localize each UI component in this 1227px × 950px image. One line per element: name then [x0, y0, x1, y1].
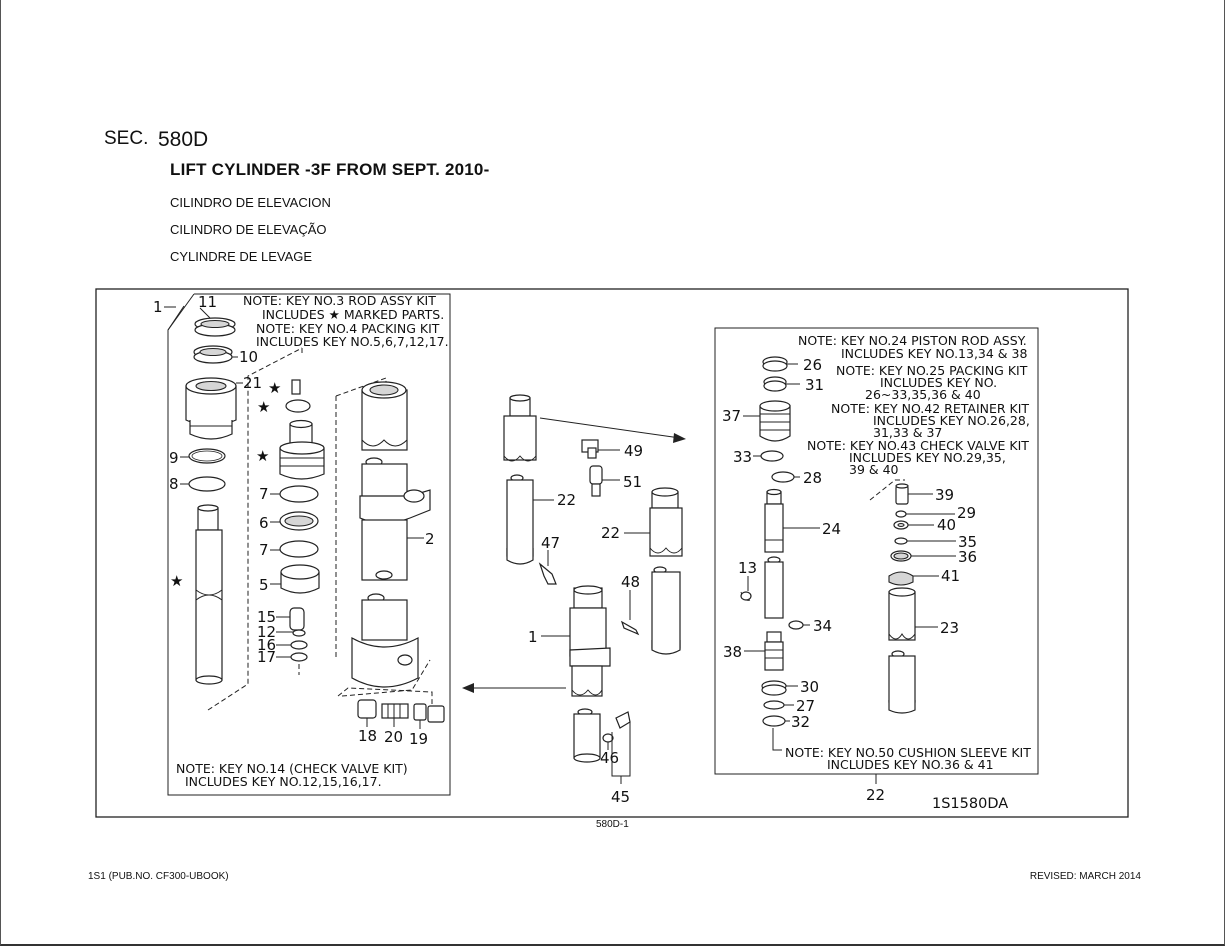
- diagram-frame: [95, 288, 1129, 818]
- callout-33: 33: [733, 448, 752, 466]
- note-right-8: 31,33 & 37: [873, 425, 942, 440]
- page-number: 580D-1: [596, 819, 629, 830]
- subtitle-spanish: CILINDRO DE ELEVACION: [170, 195, 331, 210]
- revision-date: REVISED: MARCH 2014: [1029, 871, 1141, 882]
- note-right-6: NOTE: KEY NO.42 RETAINER KIT: [831, 401, 1029, 416]
- callout-7a: 7: [259, 485, 269, 503]
- callout-27: 27: [796, 697, 815, 715]
- callout-6: 6: [259, 514, 269, 532]
- diagram-code: 1S1580DA: [932, 796, 1008, 812]
- note-left-2: INCLUDES ★ MARKED PARTS.: [262, 307, 444, 322]
- star-pin: ★: [268, 379, 281, 397]
- callout-29: 29: [957, 504, 976, 522]
- note-right-7: INCLUDES KEY NO.26,28,: [873, 413, 1030, 428]
- section-label: SEC.: [104, 128, 149, 149]
- callout-26: 26: [803, 356, 822, 374]
- note-right-5: 26~33,35,36 & 40: [865, 387, 981, 402]
- note-right-10: INCLUDES KEY NO.29,35,: [849, 450, 1006, 465]
- callout-22-b: 22: [601, 524, 620, 542]
- left-detail-panel: NOTE: KEY NO.3 ROD ASSY KIT INCLUDES ★ M…: [153, 293, 451, 796]
- note-right-3: NOTE: KEY NO.25 PACKING KIT: [836, 363, 1028, 378]
- callout-36: 36: [958, 548, 977, 566]
- callout-45: 45: [611, 788, 630, 806]
- note-left-1: NOTE: KEY NO.3 ROD ASSY KIT: [243, 293, 436, 308]
- center-assembly: 49 51 22 47 22 48 1 46 45: [462, 394, 686, 806]
- note-right-11: 39 & 40: [849, 462, 899, 477]
- callout-31: 31: [805, 376, 824, 394]
- callout-2: 2: [425, 530, 435, 548]
- note-left-3: NOTE: KEY NO.4 PACKING KIT: [256, 321, 440, 336]
- callout-9: 9: [169, 449, 179, 467]
- note-right-13: INCLUDES KEY NO.36 & 41: [827, 757, 994, 772]
- right-detail-panel: NOTE: KEY NO.24 PISTON ROD ASSY. INCLUDE…: [714, 327, 1039, 804]
- callout-37: 37: [722, 407, 741, 425]
- callout-49: 49: [624, 442, 643, 460]
- callout-20: 20: [384, 728, 403, 746]
- callout-47: 47: [541, 534, 560, 552]
- callout-24: 24: [822, 520, 841, 538]
- callout-46: 46: [600, 749, 619, 767]
- note-right-1: NOTE: KEY NO.24 PISTON ROD ASSY.: [798, 333, 1027, 348]
- note-right-2: INCLUDES KEY NO.13,34 & 38: [841, 346, 1027, 361]
- callout-17: 17: [257, 648, 276, 666]
- subtitle-french: CYLINDRE DE LEVAGE: [170, 249, 313, 264]
- callout-1-left: 1: [153, 298, 163, 316]
- callout-51: 51: [623, 473, 642, 491]
- callout-23: 23: [940, 619, 959, 637]
- callout-10: 10: [239, 348, 258, 366]
- callout-5: 5: [259, 576, 269, 594]
- publication-number: 1S1 (PUB.NO. CF300-UBOOK): [88, 871, 229, 882]
- callout-38: 38: [723, 643, 742, 661]
- callout-48: 48: [621, 573, 640, 591]
- callout-15: 15: [257, 608, 276, 626]
- star-oring: ★: [257, 398, 270, 416]
- callout-40: 40: [937, 516, 956, 534]
- callout-18: 18: [358, 727, 377, 745]
- callout-30: 30: [800, 678, 819, 696]
- callout-12: 12: [257, 623, 276, 641]
- callout-13: 13: [738, 559, 757, 577]
- note-right-4: INCLUDES KEY NO.: [880, 375, 997, 390]
- star-rod: ★: [170, 572, 183, 590]
- note-left-4: INCLUDES KEY NO.5,6,7,12,17.: [256, 334, 449, 349]
- callout-28: 28: [803, 469, 822, 487]
- note-left-6: INCLUDES KEY NO.12,15,16,17.: [185, 774, 382, 789]
- section-code: 580D: [158, 128, 209, 151]
- callout-32: 32: [791, 713, 810, 731]
- callout-22-c: 22: [866, 786, 885, 804]
- note-right-12: NOTE: KEY NO.50 CUSHION SLEEVE KIT: [785, 745, 1031, 760]
- note-left-5: NOTE: KEY NO.14 (CHECK VALVE KIT): [176, 761, 408, 776]
- callout-8: 8: [169, 475, 179, 493]
- callout-11: 11: [198, 293, 217, 311]
- callout-21: 21: [243, 374, 262, 392]
- page-title: LIFT CYLINDER -3F FROM SEPT. 2010-: [170, 160, 490, 179]
- note-right-9: NOTE: KEY NO.43 CHECK VALVE KIT: [807, 438, 1029, 453]
- callout-35: 35: [958, 533, 977, 551]
- star-piston: ★: [256, 447, 269, 465]
- callout-41: 41: [941, 567, 960, 585]
- callout-16: 16: [257, 636, 276, 654]
- callout-39: 39: [935, 486, 954, 504]
- callout-34: 34: [813, 617, 832, 635]
- subtitle-portuguese: CILINDRO DE ELEVAÇÃO: [170, 222, 327, 237]
- callout-1-center: 1: [528, 628, 538, 646]
- callout-7b: 7: [259, 541, 269, 559]
- callout-19: 19: [409, 730, 428, 748]
- callout-22-a: 22: [557, 491, 576, 509]
